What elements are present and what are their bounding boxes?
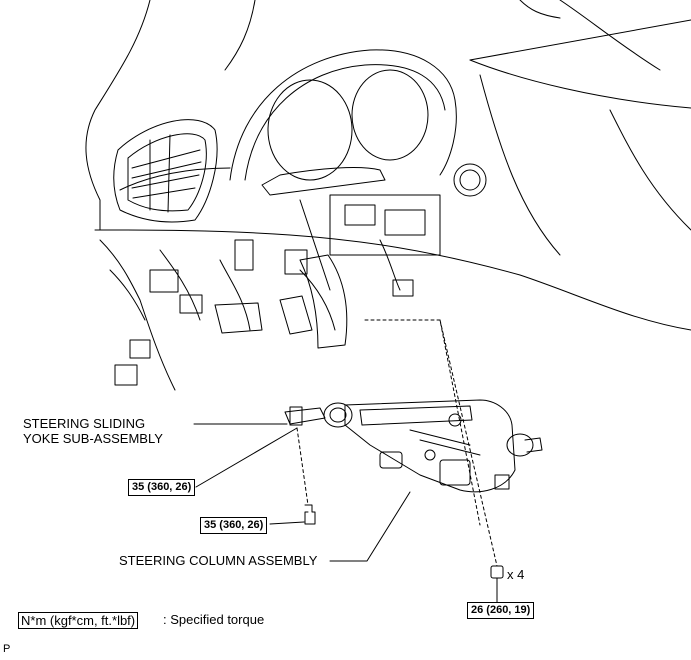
pedals xyxy=(214,254,348,349)
sliding-yoke xyxy=(284,406,326,426)
air-vent xyxy=(113,119,218,223)
steering-column-assembly xyxy=(323,399,543,493)
bolt xyxy=(304,504,316,525)
sliding-yoke-label-line1: STEERING SLIDING xyxy=(23,416,146,431)
lower-bolt-torque-spec: 35 (360, 26) xyxy=(200,517,268,534)
alignment-lines xyxy=(296,319,498,567)
nut-count: x 4 xyxy=(507,567,525,582)
leader-lines xyxy=(193,423,498,603)
torque-legend-text: : Specified torque xyxy=(163,612,265,627)
torque-unit-legend: N*m (kgf*cm, ft.*lbf) xyxy=(18,612,139,629)
yoke-bolt-torque-spec: 35 (360, 26) xyxy=(128,479,196,496)
corner-mark: P xyxy=(3,643,11,655)
sliding-yoke-label-line2: YOKE SUB-ASSEMBLY xyxy=(23,431,163,446)
instrument-cluster xyxy=(229,49,487,197)
nut-torque-spec: 26 (260, 19) xyxy=(467,602,535,619)
under-dash-wiring xyxy=(99,194,441,391)
dashboard-outline xyxy=(85,0,691,331)
nut xyxy=(490,565,504,579)
column-assembly-label: STEERING COLUMN ASSEMBLY xyxy=(119,553,318,568)
